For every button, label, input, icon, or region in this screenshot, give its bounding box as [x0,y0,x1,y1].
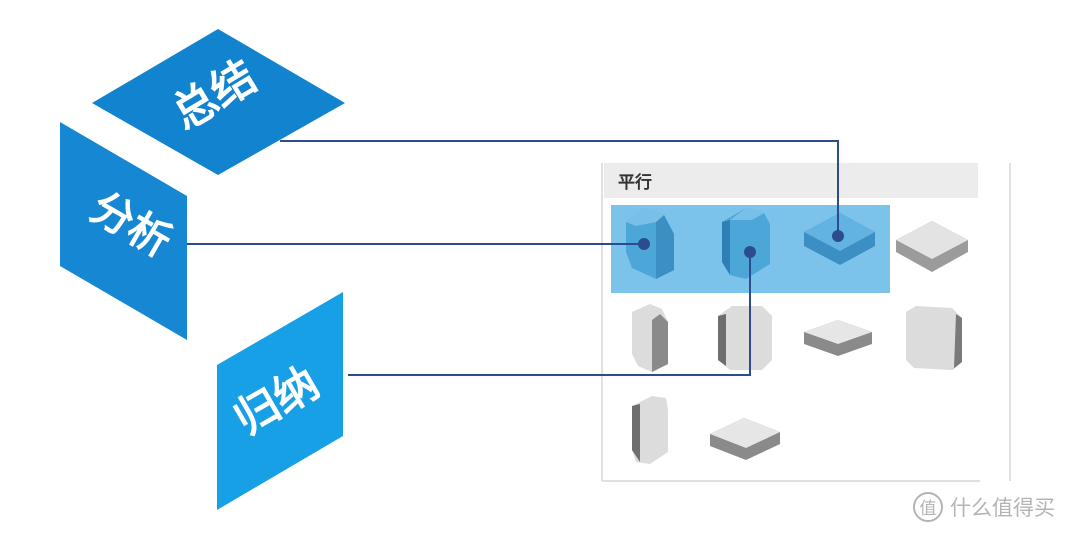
cube-left-face: 分析 [60,122,187,340]
cube-diagram: 总结 分析 归纳 [60,29,345,510]
connector-bottom-to-shape-2 [348,252,751,376]
preset-shape-7[interactable] [804,320,872,356]
connector-endpoints [638,230,844,258]
preset-shape-4[interactable] [896,221,968,272]
watermark-logo-glyph: 值 [920,499,937,519]
watermark-text: 什么值得买 [950,496,1055,520]
connectors [187,140,839,376]
shape-style-panel: 平行 [601,163,1011,482]
panel-header [604,163,978,198]
preset-shape-6[interactable] [718,306,772,370]
preset-shape-2[interactable] [722,208,770,279]
watermark-logo-icon [913,492,943,522]
preset-shape-8[interactable] [906,306,962,370]
endpoint-dot-shape-1 [638,238,650,250]
preset-shape-9[interactable] [632,396,668,464]
endpoint-dot-shape-2 [744,246,756,258]
panel-header-label: 平行 [618,172,652,193]
connector-top-to-shape-3 [280,140,839,236]
watermark: 值 什么值得买 [913,492,1055,522]
endpoint-dot-shape-3 [832,230,844,242]
cube-bottom-face: 归纳 [217,292,343,510]
preset-shape-10[interactable] [710,418,780,460]
preset-shape-5[interactable] [632,304,668,372]
preset-shape-1[interactable] [626,208,674,279]
cube-top-face: 总结 [92,29,345,175]
